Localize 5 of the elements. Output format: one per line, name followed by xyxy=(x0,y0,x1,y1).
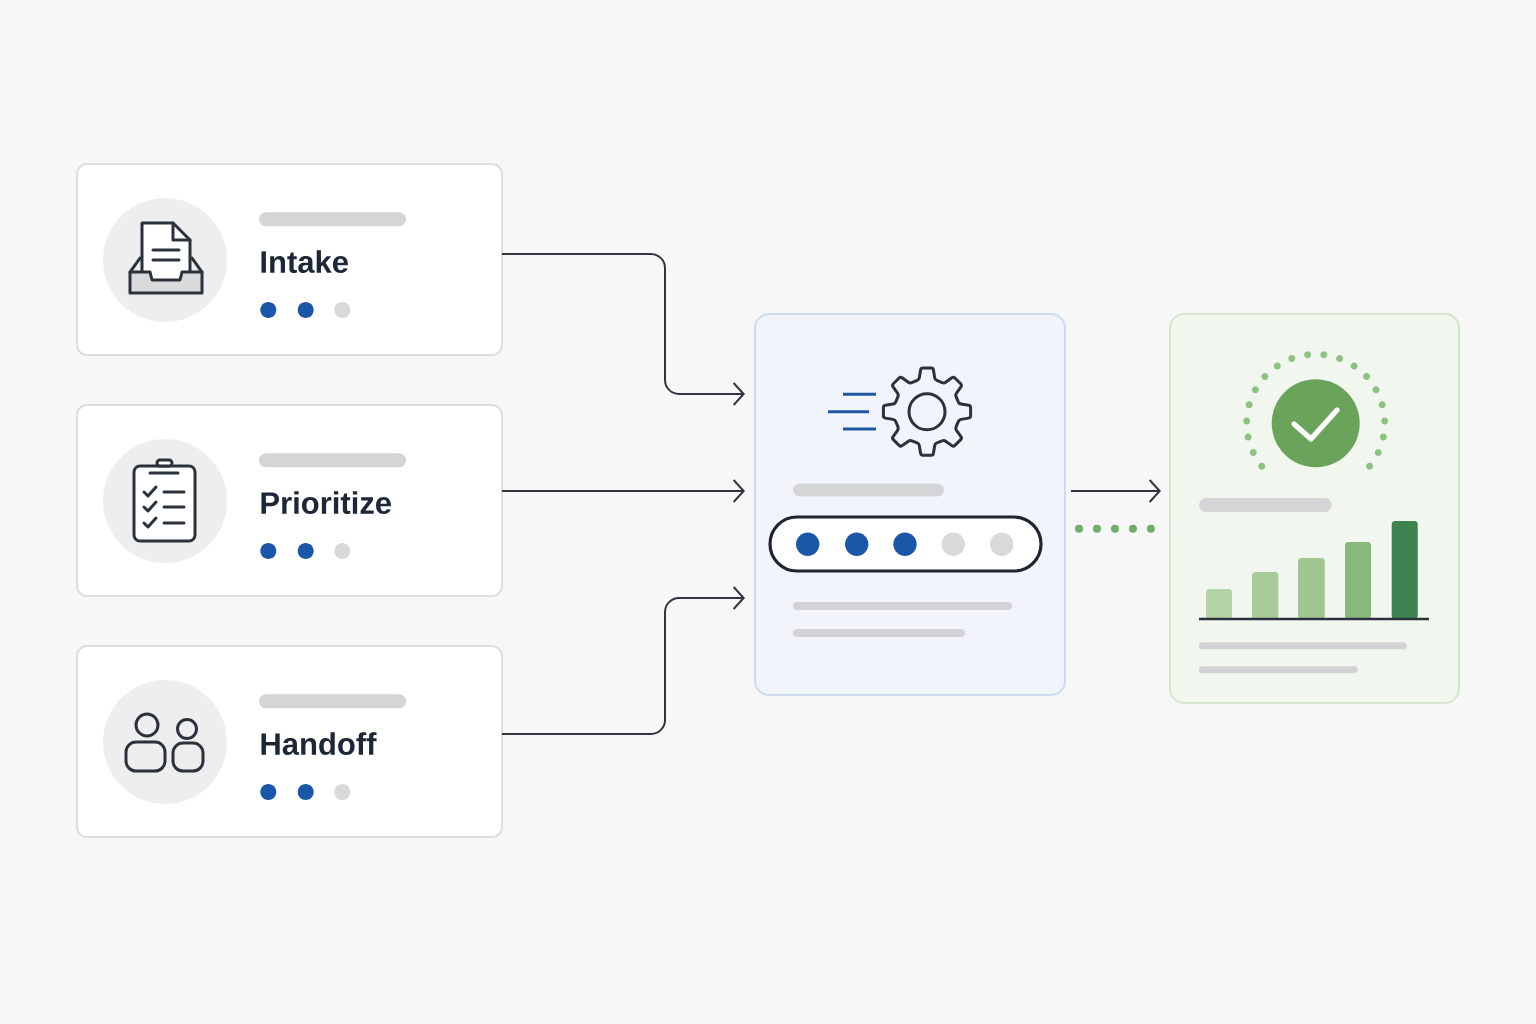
arrow xyxy=(1070,479,1161,503)
arrow xyxy=(501,586,745,735)
dotted-line xyxy=(1075,524,1155,533)
arrow xyxy=(501,479,745,503)
arrow xyxy=(501,253,745,406)
